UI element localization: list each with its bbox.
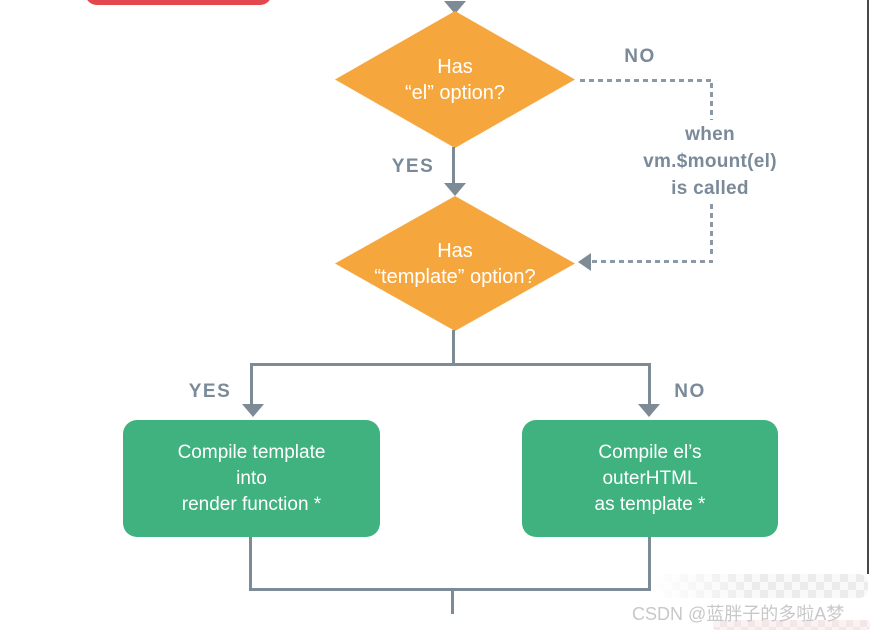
blurred-watermark-strip <box>713 620 870 630</box>
red-banner-edge <box>85 0 272 5</box>
mount-note: when vm.$mount(el) is called <box>610 121 810 202</box>
compile-template-line1: Compile template <box>177 441 326 463</box>
bottom-right-vertical <box>648 537 651 590</box>
compile-el-line3: as template * <box>594 493 706 515</box>
branch-right-vertical <box>648 363 651 405</box>
arrow-into-template-diamond-icon <box>578 253 591 271</box>
decision-has-el-option: Has “el” option? <box>335 11 575 148</box>
compile-el-box: Compile el’s outerHTML as template * <box>522 420 778 537</box>
bottom-horizontal-line <box>249 588 651 591</box>
decision-has-template-option: Has “template” option? <box>335 196 575 331</box>
csdn-watermark: CSDN @蓝胖子的多啦A梦 <box>632 604 845 624</box>
arrow-into-left-box-icon <box>242 404 264 417</box>
dashed-line-no-horizontal <box>580 79 713 82</box>
decision-has-el-line1: Has <box>437 55 473 78</box>
dashed-line-no-return <box>592 260 713 263</box>
compile-el-line2: outerHTML <box>602 467 698 489</box>
mount-note-line1: when <box>685 124 735 145</box>
arrow-into-right-box-icon <box>638 404 660 417</box>
compile-template-line2: into <box>236 467 267 489</box>
compile-template-box: Compile template into render function * <box>123 420 380 537</box>
decision-has-el-line2: “el” option? <box>404 81 506 104</box>
no-label-right: NO <box>674 381 706 402</box>
mount-note-line3: is called <box>671 178 749 199</box>
page-edge-line <box>867 0 869 574</box>
branch-left-vertical <box>250 363 253 405</box>
branch-horizontal-line <box>250 363 651 366</box>
compile-el-line1: Compile el’s <box>598 441 702 463</box>
yes-label-mid: YES <box>391 156 435 177</box>
dashed-line-no-vertical-upper <box>710 83 713 120</box>
connector-d1-d2 <box>452 147 455 185</box>
arrow-from-above-icon <box>444 1 466 14</box>
bottom-center-stub <box>451 590 454 614</box>
decision-has-template-line2: “template” option? <box>374 265 536 288</box>
yes-label-left: YES <box>188 381 232 402</box>
no-label-top: NO <box>624 46 656 67</box>
blurred-watermark-patch <box>656 574 868 598</box>
bottom-left-vertical <box>249 537 252 590</box>
arrow-into-d2-icon <box>444 183 466 196</box>
dashed-line-no-vertical-lower <box>710 204 713 258</box>
connector-d2-branch <box>452 330 455 365</box>
decision-has-template-line1: Has <box>437 239 473 262</box>
compile-template-line3: render function * <box>181 493 322 515</box>
mount-note-line2: vm.$mount(el) <box>643 151 777 172</box>
